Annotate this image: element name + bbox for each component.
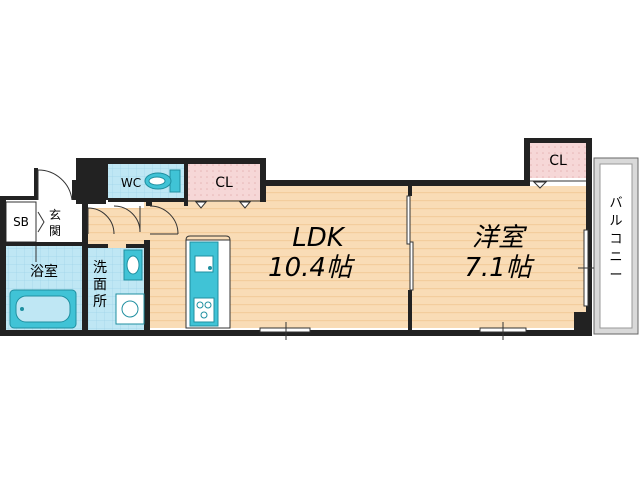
washbasin-icon [123, 249, 143, 281]
closet-left-label: CL [215, 175, 233, 191]
sliding-door [406, 195, 414, 291]
wc-label: WC [121, 176, 141, 190]
entrance-floor [38, 198, 74, 244]
western-size: 7.1帖 [464, 253, 535, 283]
windows [259, 229, 594, 340]
western-floor [412, 186, 586, 328]
entrance-label-2: 関 [49, 224, 61, 238]
stove-icon [193, 297, 215, 323]
ldk-size: 10.4帖 [268, 253, 356, 283]
washroom-label-2: 面 [93, 277, 107, 293]
hall-floor [88, 208, 150, 248]
balcony-char-1: バ [609, 196, 622, 211]
balcony-char-3: コ [609, 232, 622, 247]
kitchen-counter [185, 235, 231, 329]
step-marker [37, 211, 45, 233]
balcony: バ ル コ ニ ー [593, 157, 639, 335]
doors [35, 169, 179, 262]
shoe-box-label: SB [13, 215, 29, 229]
shoe-box [5, 201, 37, 243]
washroom-label-3: 所 [93, 294, 107, 310]
closet-doors [188, 180, 586, 209]
bath-label: 浴室 [30, 263, 58, 280]
closet-left [188, 164, 260, 200]
washroom-label-1: 洗 [93, 260, 107, 276]
closet-right-label: CL [549, 153, 567, 169]
walls [0, 138, 592, 336]
washing-machine-icon [115, 293, 145, 325]
entrance-label-1: 玄 [49, 207, 61, 222]
toilet-icon [144, 169, 181, 193]
balcony-char-4: ニ [609, 250, 622, 265]
closet-right [530, 142, 586, 178]
balcony-char-5: ー [609, 268, 622, 283]
western-name: 洋室 [472, 223, 528, 253]
ldk-name: LDK [292, 223, 346, 253]
bathtub-icon [9, 289, 77, 329]
balcony-char-2: ル [609, 214, 622, 229]
